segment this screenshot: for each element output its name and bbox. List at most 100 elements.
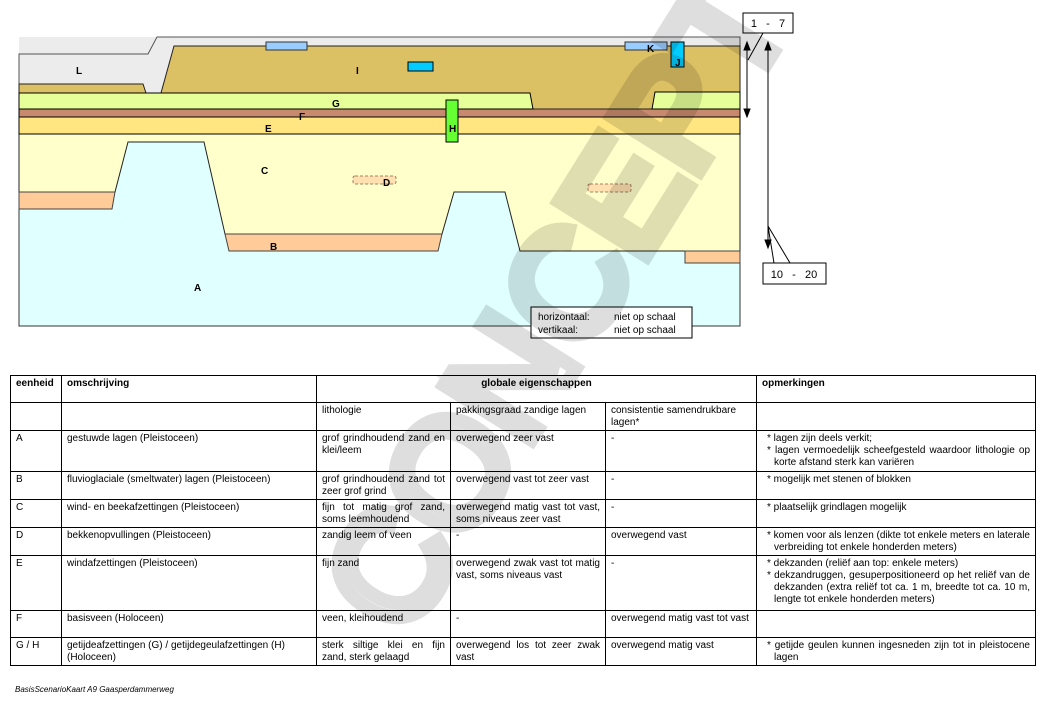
consistency-cell: overwegend matig vast	[605, 637, 757, 666]
table-header-row: eenheid omschrijving globale eigenschapp…	[10, 375, 1036, 403]
consistency-cell: -	[605, 430, 757, 472]
packing-cell: overwegend los tot zeer zwak vast	[450, 637, 606, 666]
footer: BasisScenarioKaart A9 Gaasperdammerweg	[15, 685, 174, 694]
unit-cell: C	[10, 499, 62, 528]
note-item: * plaatselijk grindlagen mogelijk	[767, 502, 907, 513]
notes-cell: * mogelijk met stenen of blokken	[756, 471, 1036, 500]
unit-b-area-left	[18, 191, 116, 210]
notes-cell: * lagen zijn deels verkit;* lagen vermoe…	[756, 430, 1036, 472]
desc-cell: getijdeafzettingen (G) / getijdegeulafze…	[61, 637, 317, 666]
desc-cell: wind- en beekafzettingen (Pleistoceen)	[61, 499, 317, 528]
packing-cell: -	[450, 527, 606, 556]
subheader-consistency: consistentie samendrukbare lagen*	[605, 402, 757, 431]
scale-h-label: horizontaal:	[538, 312, 590, 323]
subheader-litho: lithologie	[316, 402, 451, 431]
table-subheader-row: lithologie pakkingsgraad zandige lagen c…	[10, 402, 1036, 431]
unit-cell: G / H	[10, 637, 62, 666]
note-item: * dekzanden (reliëf aan top: enkele mete…	[767, 558, 959, 569]
packing-cell: overwegend matig vast tot vast, soms niv…	[450, 499, 606, 528]
note-item: * lagen zijn deels verkit;	[767, 433, 873, 444]
litho-cell: veen, kleihoudend	[316, 610, 451, 638]
scale-v-label: vertikaal:	[538, 325, 578, 336]
unit-cell: D	[10, 527, 62, 556]
unit-cell: A	[10, 430, 62, 472]
water-body	[407, 61, 434, 72]
unit-d-lens	[587, 183, 632, 193]
label-a: A	[194, 283, 201, 294]
consistency-cell: -	[605, 555, 757, 611]
desc-cell: gestuwde lagen (Pleistoceen)	[61, 430, 317, 472]
label-c: C	[261, 166, 268, 177]
dimension-box-large	[762, 262, 827, 285]
unit-g-area-right	[651, 91, 741, 110]
packing-cell: -	[450, 610, 606, 638]
dimension-box-small	[742, 12, 794, 34]
notes-cell: * dekzanden (reliëf aan top: enkele mete…	[756, 555, 1036, 611]
label-f: F	[299, 112, 305, 123]
header-props: globale eigenschappen	[316, 375, 757, 403]
packing-cell: overwegend zwak vast tot matig vast, som…	[450, 555, 606, 611]
unit-j-area	[670, 41, 685, 68]
label-i: I	[356, 66, 359, 77]
packing-cell: overwegend zeer vast	[450, 430, 606, 472]
consistency-cell: -	[605, 471, 757, 500]
label-h: H	[449, 124, 456, 135]
dimension-large-label: 10 - 20	[771, 269, 817, 281]
header-notes: opmerkingen	[756, 375, 1036, 403]
unit-d-lens	[352, 175, 397, 185]
scale-v-value: niet op schaal	[614, 325, 676, 336]
label-b: B	[270, 242, 277, 253]
notes-cell: * plaatselijk grindlagen mogelijk	[756, 499, 1036, 528]
unit-i-area-left	[18, 83, 147, 94]
geological-cross-section: L I G F E H C D B A K J 1 - 7 10 - 20 ho…	[18, 12, 827, 339]
notes-cell: * komen voor als lenzen (dikte tot enkel…	[756, 527, 1036, 556]
unit-b-area-middle	[224, 233, 443, 252]
note-item: * mogelijk met stenen of blokken	[767, 474, 911, 485]
consistency-cell: -	[605, 499, 757, 528]
desc-cell: fluvioglaciale (smeltwater) lagen (Pleis…	[61, 471, 317, 500]
litho-cell: fijn tot matig grof zand, soms leemhoude…	[316, 499, 451, 528]
note-item: * lagen vermoedelijk scheefgesteld waard…	[767, 445, 1030, 468]
litho-cell: fijn zand	[316, 555, 451, 611]
dimension-small-label: 1 - 7	[751, 18, 785, 30]
note-item: * dekzandruggen, gesuperpositioneerd op …	[767, 570, 1030, 605]
unit-b-area-right	[684, 250, 741, 264]
litho-cell: zandig leem of veen	[316, 527, 451, 556]
subheader-packing: pakkingsgraad zandige lagen	[450, 402, 606, 431]
litho-cell: sterk siltige klei en fijn zand, sterk g…	[316, 637, 451, 666]
desc-cell: basisveen (Holoceen)	[61, 610, 317, 638]
water-body	[265, 41, 308, 51]
label-l: L	[76, 66, 82, 77]
litho-cell: grof grindhoudend zand en klei/leem	[316, 430, 451, 472]
unit-k-area	[624, 41, 668, 51]
unit-e-area	[18, 116, 741, 135]
unit-cell: F	[10, 610, 62, 638]
label-e: E	[265, 124, 272, 135]
units-table: eenheid omschrijving globale eigenschapp…	[10, 375, 1036, 666]
dimension-arrows	[743, 32, 791, 264]
label-g: G	[332, 99, 340, 110]
note-item: * getijde geulen kunnen ingesneden zijn …	[767, 640, 1030, 663]
consistency-cell: overwegend vast	[605, 527, 757, 556]
packing-cell: overwegend vast tot zeer vast	[450, 471, 606, 500]
notes-cell: * getijde geulen kunnen ingesneden zijn …	[756, 637, 1036, 666]
header-desc: omschrijving	[61, 375, 317, 403]
label-d: D	[383, 178, 390, 189]
desc-cell: bekkenopvullingen (Pleistoceen)	[61, 527, 317, 556]
consistency-cell: overwegend matig vast tot vast	[605, 610, 757, 638]
unit-f-area	[18, 108, 741, 118]
unit-cell: E	[10, 555, 62, 611]
scale-legend	[530, 306, 693, 339]
label-j: J	[675, 58, 681, 69]
scale-h-value: niet op schaal	[614, 312, 676, 323]
desc-cell: windafzettingen (Pleistoceen)	[61, 555, 317, 611]
unit-l-area	[19, 37, 157, 54]
unit-g-area-left	[18, 92, 534, 110]
